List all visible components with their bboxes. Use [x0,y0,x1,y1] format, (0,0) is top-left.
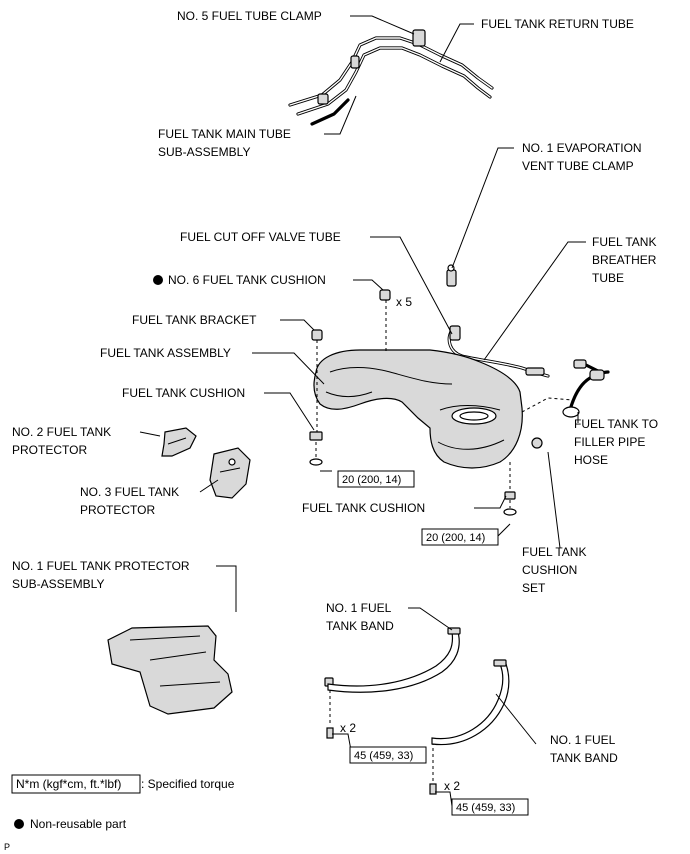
label-fuel-tank-bracket: FUEL TANK BRACKET [132,313,257,327]
torque-value-b: 20 (200, 14) [426,532,485,544]
label-fuel-tank-breather-tube-line3: TUBE [592,271,624,285]
label-fuel-tank-main-tube-line2: SUB-ASSEMBLY [158,145,250,159]
label-fuel-tank-breather-tube-line2: BREATHER [592,253,657,267]
non-reusable-marker [153,275,163,285]
legend: N*m (kgf*cm, ft.*lbf) : Specified torque… [11,774,235,831]
label-fuel-tank-return-tube: FUEL TANK RETURN TUBE [481,17,634,31]
label-fuel-tank-cushion-a: FUEL TANK CUSHION [122,386,245,400]
fuel-tube-bundle [288,29,494,126]
no3-fuel-tank-protector [209,447,251,499]
torque-box-b [421,528,499,546]
label-evap-vent-tube-clamp: NO. 1 EVAPORATION [522,141,642,155]
label-fuel-tank-main-tube: FUEL TANK MAIN TUBE [158,127,291,141]
label-filler-pipe-hose: FUEL TANK TO [574,417,658,431]
torque-value-a: 20 (200, 14) [342,474,401,486]
no1-fuel-tank-protector-subassy [107,625,233,715]
no2-fuel-tank-protector [161,427,197,457]
filler-pipe-hose [562,359,610,418]
label-no1-protector-subassy-line2: SUB-ASSEMBLY [12,577,104,591]
label-filler-pipe-hose-line3: HOSE [574,453,608,467]
label-qty-x5: x 5 [396,295,412,309]
legend-torque-box [11,774,141,794]
legend-torque-units: N*m (kgf*cm, ft.*lbf) [16,777,121,791]
no1-fuel-tank-band-a [327,627,461,693]
label-no1-fuel-tank-band-b-line2: TANK BAND [550,751,618,765]
label-qty-x2-a: x 2 [340,721,356,735]
valve-and-breather-tubes [447,325,550,378]
label-fuel-tank-cushion-set-line3: SET [522,581,546,595]
page-mark: P [4,842,10,852]
label-no3-fuel-tank-protector-line2: PROTECTOR [80,503,155,517]
legend-non-reusable-text: Non-reusable part [30,817,127,831]
label-qty-x2-b: x 2 [444,779,460,793]
label-evap-vent-tube-clamp-line2: VENT TUBE CLAMP [522,159,634,173]
torque-value-c: 45 (459, 33) [354,750,413,762]
label-no1-fuel-tank-band-b: NO. 1 FUEL [550,733,616,747]
label-fuel-tank-breather-tube: FUEL TANK [592,235,656,249]
label-no6-fuel-tank-cushion: NO. 6 FUEL TANK CUSHION [168,273,326,287]
fuel-tank-assembly [313,349,523,469]
evap-vent-tube-clamp [446,264,457,287]
alignment-dashes [315,300,573,782]
torque-box-c [349,746,427,764]
no1-fuel-tank-band-b [431,659,510,746]
label-no1-protector-subassy: NO. 1 FUEL TANK PROTECTOR [12,559,190,573]
leader-lines [139,15,586,807]
label-fuel-tank-assembly: FUEL TANK ASSEMBLY [100,346,231,360]
label-no2-fuel-tank-protector: NO. 2 FUEL TANK [12,425,111,439]
label-no5-fuel-tube-clamp: NO. 5 FUEL TUBE CLAMP [177,9,322,23]
label-no3-fuel-tank-protector: NO. 3 FUEL TANK [80,485,179,499]
torque-box-d [451,798,529,816]
label-fuel-tank-cushion-b: FUEL TANK CUSHION [302,501,425,515]
legend-torque-desc: : Specified torque [141,777,235,791]
label-no1-fuel-tank-band-a-line2: TANK BAND [326,619,394,633]
label-fuel-tank-cushion-set: FUEL TANK [522,545,586,559]
legend-non-reusable-dot [14,819,24,829]
torque-box-a [337,470,415,488]
label-fuel-tank-cushion-set-line2: CUSHION [522,563,577,577]
label-no2-fuel-tank-protector-line2: PROTECTOR [12,443,87,457]
label-no1-fuel-tank-band-a: NO. 1 FUEL [326,601,392,615]
label-fuel-cut-off-valve-tube: FUEL CUT OFF VALVE TUBE [180,230,341,244]
torque-value-d: 45 (459, 33) [456,802,515,814]
label-filler-pipe-hose-line2: FILLER PIPE [574,435,645,449]
